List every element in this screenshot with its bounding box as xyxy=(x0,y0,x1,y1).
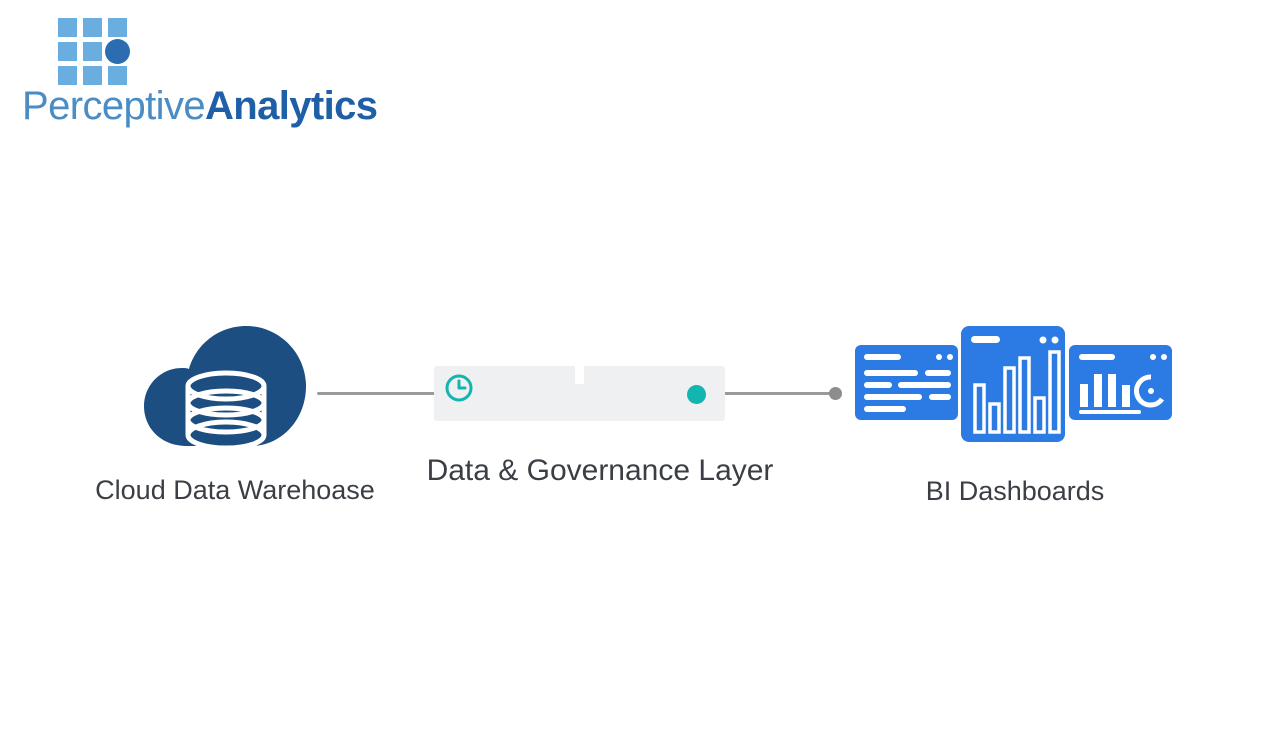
connector-governance-to-dashboards xyxy=(722,392,838,395)
grid-squares-logo-mark xyxy=(58,18,130,85)
node-cloud-data-warehouse: Cloud Data Warehoase xyxy=(90,318,380,508)
clock-icon xyxy=(444,373,474,403)
logo-square xyxy=(108,18,127,37)
logo-square xyxy=(83,66,102,85)
panel-text-report xyxy=(855,345,958,420)
label-bi-dashboards: BI Dashboards xyxy=(925,476,1105,506)
brand-name-perceptive: Perceptive xyxy=(22,84,206,128)
connector-warehouse-to-governance xyxy=(317,392,439,395)
governance-bar-notch xyxy=(575,366,584,384)
brand-logo: PerceptiveAnalytics xyxy=(22,14,378,126)
logo-square xyxy=(83,18,102,37)
logo-square xyxy=(108,66,127,85)
logo-square xyxy=(83,42,102,61)
brand-name-analytics: Analytics xyxy=(205,84,378,128)
node-data-governance-layer: Data & Governance Layer xyxy=(420,356,780,496)
logo-square xyxy=(58,18,77,37)
connector-end-dot xyxy=(829,387,842,400)
logo-circle-accent xyxy=(105,39,130,64)
cloud-database-icon xyxy=(141,318,311,453)
logo-square xyxy=(58,42,77,61)
brand-wordmark: PerceptiveAnalytics xyxy=(22,84,378,128)
label-cloud-data-warehouse: Cloud Data Warehoase xyxy=(95,475,375,505)
node-bi-dashboards: BI Dashboards xyxy=(845,318,1185,508)
label-data-governance-layer: Data & Governance Layer xyxy=(426,454,774,487)
panel-bar-donut xyxy=(1069,345,1172,420)
panel-bar-chart xyxy=(961,326,1065,442)
governance-status-dot xyxy=(687,385,706,404)
logo-square xyxy=(58,66,77,85)
dashboard-panels-icon xyxy=(851,322,1179,454)
